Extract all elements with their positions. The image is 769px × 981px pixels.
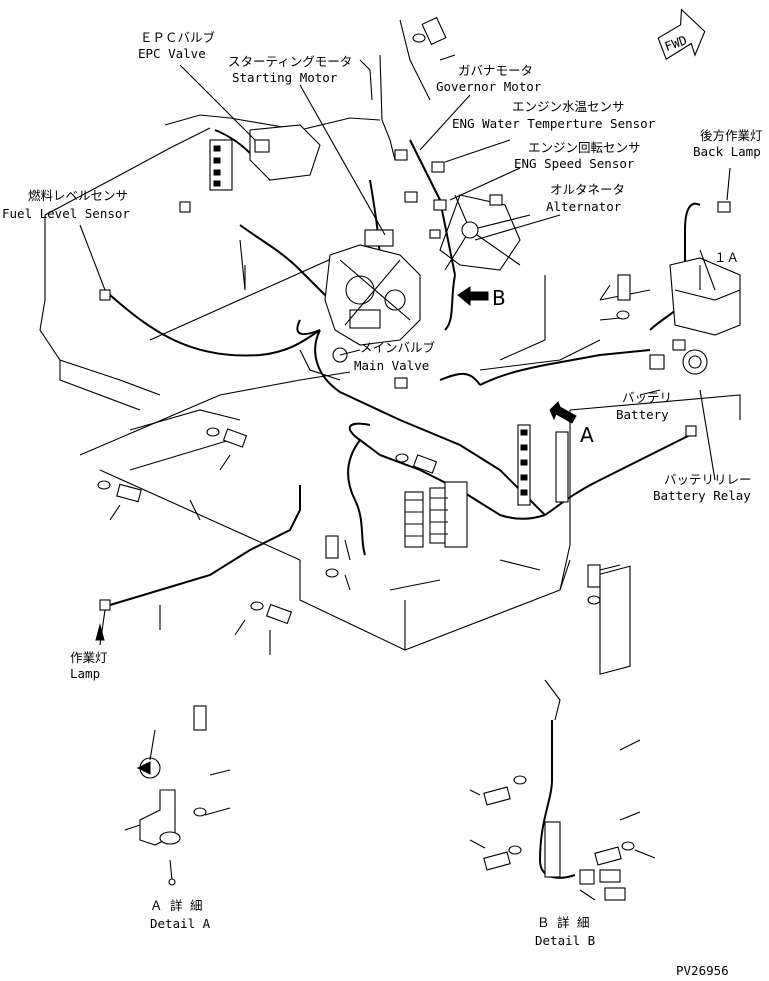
epc-valve-label-jp: ＥＰＣバルブ (140, 30, 216, 45)
governor-motor-label-jp: ガバナモータ (458, 63, 533, 78)
bolt-set (97, 16, 631, 625)
epc-valve (209, 124, 321, 191)
speed-sensor-label-jp: エンジン回転センサ (528, 140, 641, 155)
detail-a-title-jp: Ａ 詳 細 (150, 898, 203, 913)
battery-relay-label-en: Battery Relay (653, 488, 751, 503)
detail-b-title-en: Detail B (535, 933, 595, 948)
fuse-1a-label: １Ａ (714, 250, 739, 265)
fwd-arrow-icon (657, 8, 706, 60)
lamp-label-jp: 作業灯 (70, 650, 108, 665)
water-temp-label-en: ENG Water Temperture Sensor (452, 116, 656, 131)
view-arrow-icon (95, 286, 577, 641)
back-lamp-label-en: Back Lamp (693, 144, 761, 159)
detail-b-drawing (469, 565, 656, 901)
back-lamp-label-jp: 後方作業灯 (700, 128, 763, 143)
water-temp-label-jp: エンジン水温センサ (512, 99, 625, 114)
alternator-label-jp: オルタネータ (550, 182, 625, 197)
governor-motor-label-en: Governor Motor (436, 79, 542, 94)
fuel-level-label-en: Fuel Level Sensor (2, 206, 130, 221)
lamp-label-en: Lamp (70, 666, 100, 681)
leader-lines (79, 64, 731, 646)
battery-label-jp: バッテリ (622, 390, 672, 405)
fuse-block-right (517, 424, 569, 506)
detail-a-drawing (124, 705, 231, 886)
speed-sensor-label-en: ENG Speed Sensor (514, 156, 635, 171)
fwd-label: FWD (663, 32, 689, 54)
part-labels: ＥＰＣバルブ EPC Valve スターティングモータ Starting Mot… (2, 30, 763, 978)
main-valve-label-jp: メインバルブ (360, 340, 436, 355)
battery-relay-label-jp: バッテリリレー (664, 472, 752, 487)
drawing-number: PV26956 (676, 963, 729, 978)
machine-frame (39, 19, 741, 651)
fuse-block-center (404, 481, 468, 548)
alternator-label-en: Alternator (546, 199, 622, 214)
marker-a: A (580, 423, 594, 447)
starting-motor-label-jp: スターティングモータ (228, 54, 352, 69)
main-valve-label-en: Main Valve (354, 358, 429, 373)
epc-valve-label-en: EPC Valve (138, 46, 206, 61)
battery-box (649, 257, 741, 375)
marker-b: B (492, 286, 506, 310)
starting-motor-label-en: Starting Motor (232, 70, 338, 85)
fuel-level-label-jp: 燃料レベルセンサ (28, 188, 128, 203)
battery-label-en: Battery (616, 407, 669, 422)
detail-b-title-jp: Ｂ 詳 細 (537, 915, 590, 930)
engine-assembly (324, 229, 421, 346)
sensor-connectors (99, 149, 731, 611)
detail-a-title-en: Detail A (150, 916, 211, 931)
